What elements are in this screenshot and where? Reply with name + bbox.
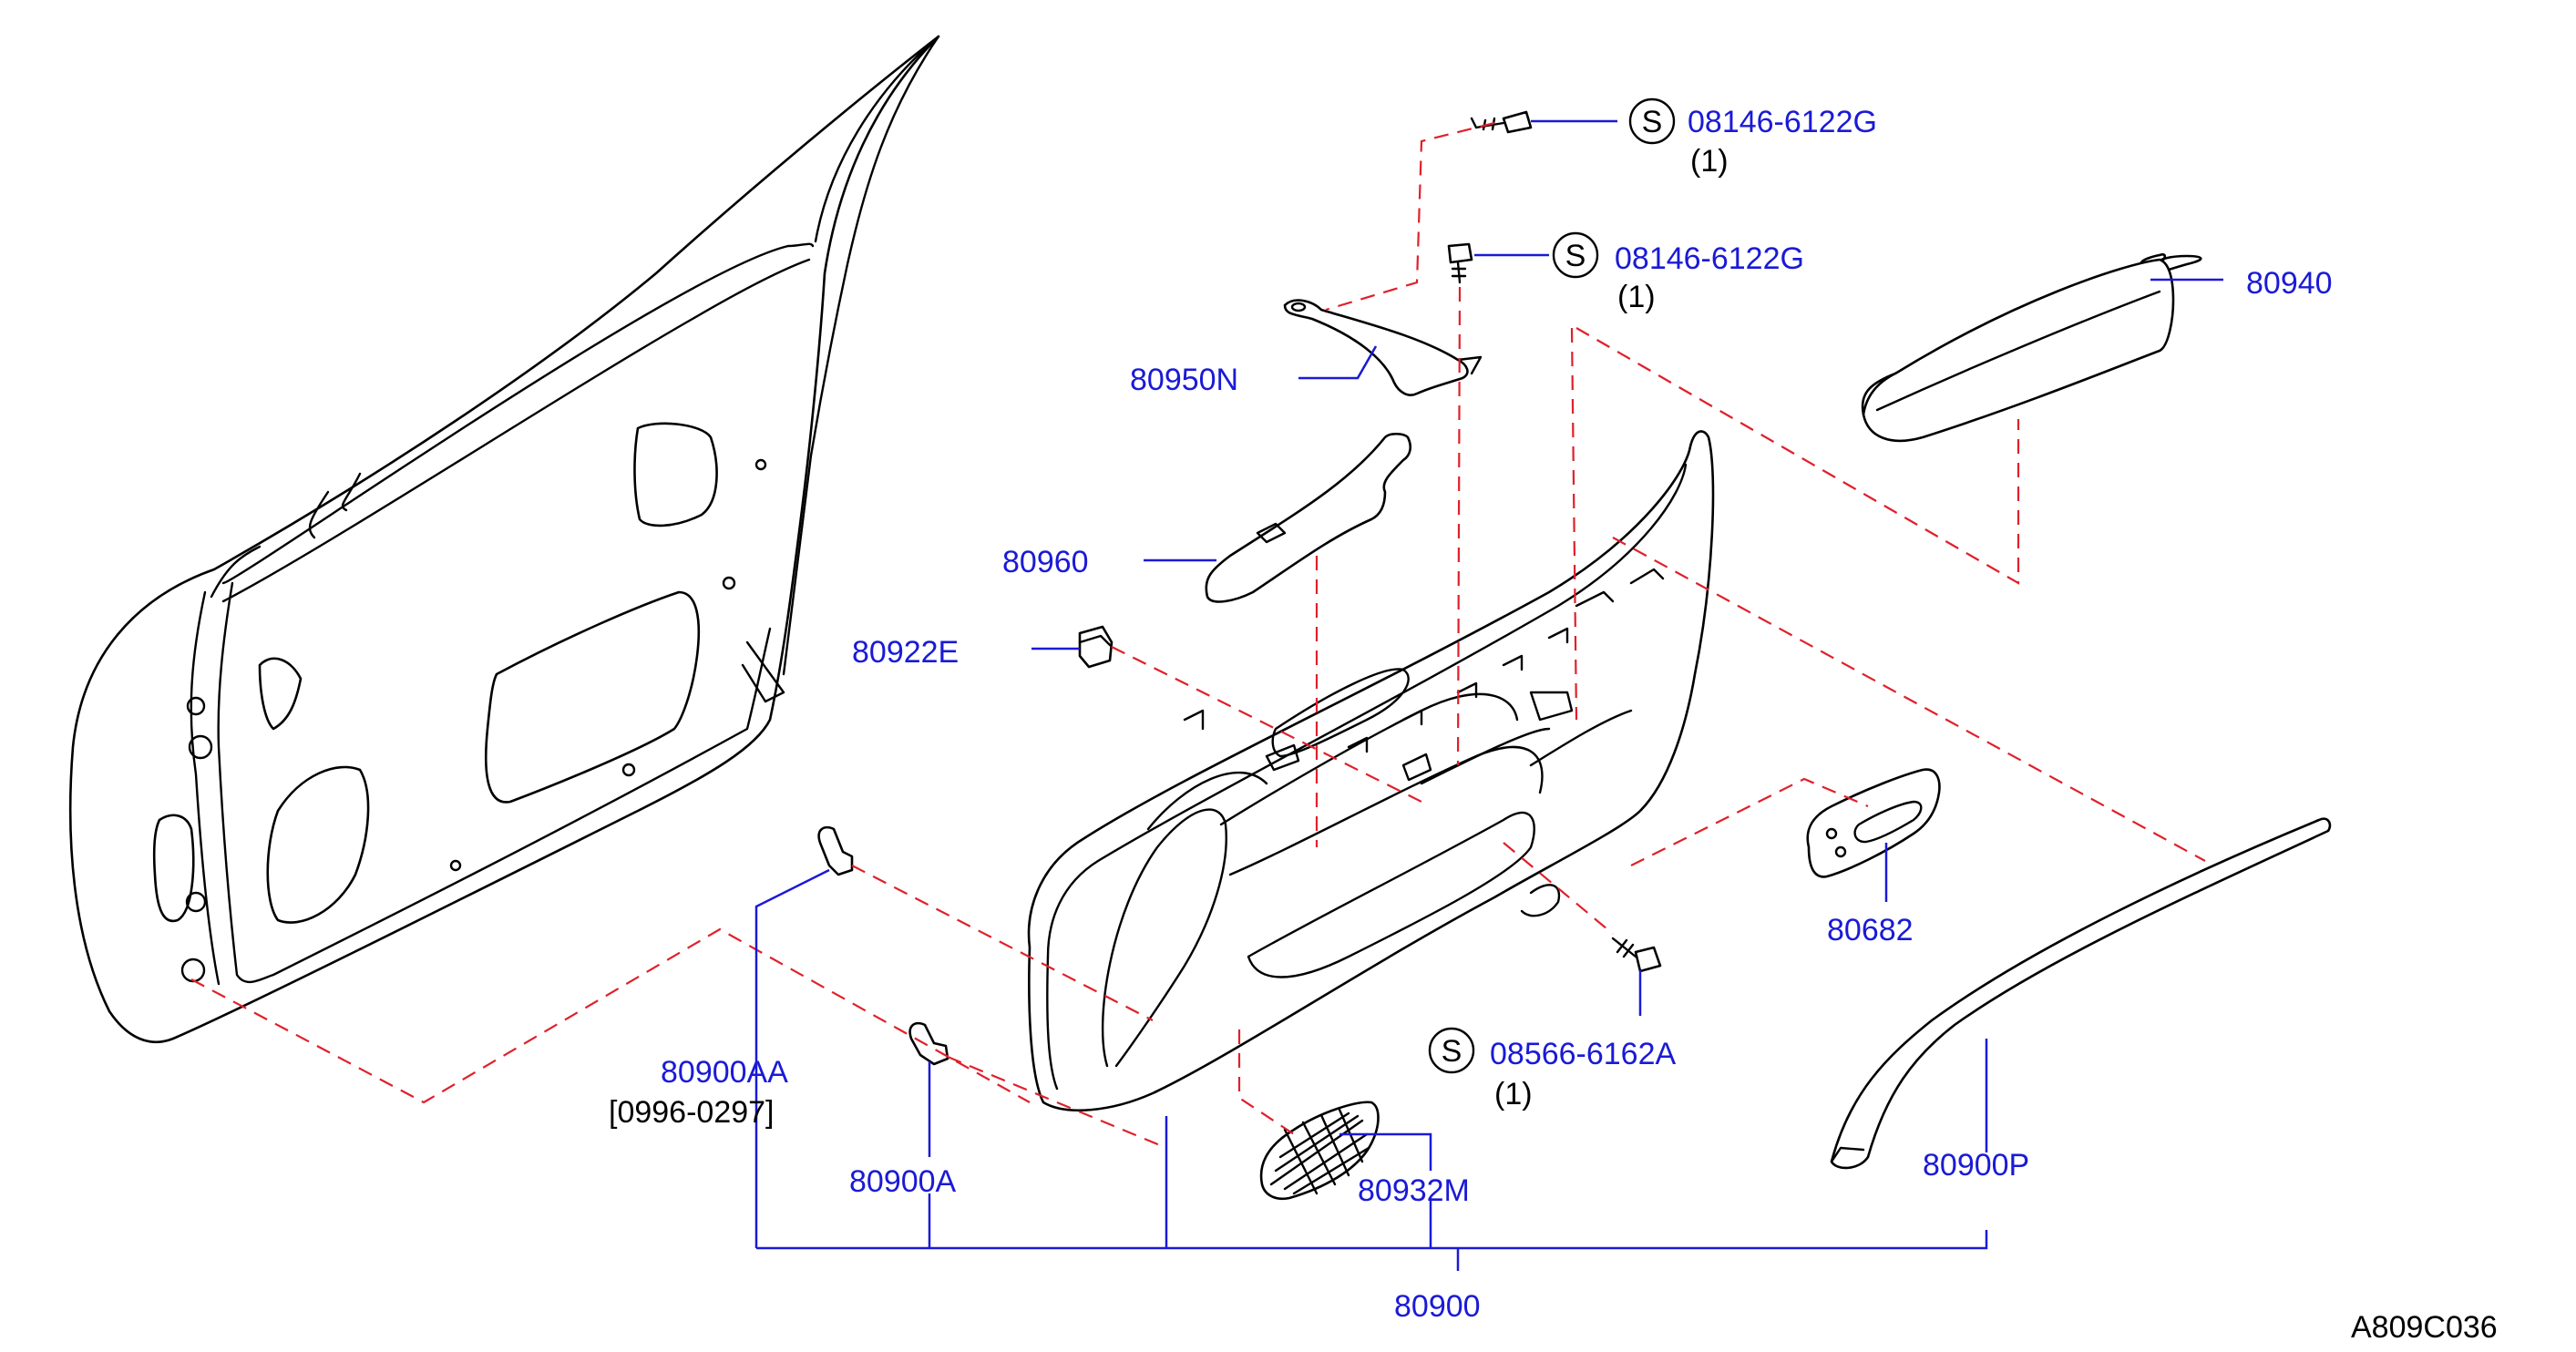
callout-80900A: 80900A: [849, 1164, 957, 1199]
callout-80922E: 80922E: [852, 635, 959, 670]
labels: S 08146-6122G (1) S 08146-6122G (1) S 08…: [609, 105, 2498, 1345]
armrest-80940-drawing: [1861, 253, 2202, 443]
guide-lines: [190, 121, 2206, 1150]
callout-80900AA: 80900AA: [661, 1055, 788, 1090]
leader-lines: [754, 119, 2223, 1271]
screw-symbol-3: S: [1442, 1034, 1462, 1069]
drawing-code: A809C036: [2351, 1310, 2498, 1345]
callout-80900: 80900: [1394, 1289, 1481, 1324]
callout-80682: 80682: [1827, 913, 1914, 947]
grille-80932M-drawing: [1259, 1101, 1380, 1201]
screw-part-number-2: 08146-6122G: [1615, 241, 1804, 276]
callout-80900AA-range: [0996-0297]: [609, 1095, 775, 1130]
screw-qty-2: (1): [1617, 280, 1656, 314]
finisher-80960-drawing: [1205, 432, 1412, 603]
callout-80950N: 80950N: [1130, 363, 1238, 397]
screw-part-number-1: 08146-6122G: [1688, 105, 1877, 139]
door-trim-panel-drawing: [1027, 430, 1715, 1111]
screw-3-drawing: [1611, 937, 1662, 973]
bracket-80950N-drawing: [1283, 299, 1483, 396]
screw-part-number-3: 08566-6162A: [1490, 1037, 1677, 1071]
screw-symbol-2: S: [1565, 239, 1586, 273]
escutcheon-80682-drawing: [1806, 768, 1941, 878]
clip-80922E-drawing: [1078, 625, 1114, 669]
screw-2-drawing: [1447, 242, 1473, 284]
callout-80932M: 80932M: [1358, 1173, 1470, 1208]
clip-80900AA-drawing: [817, 825, 854, 876]
screw-qty-1: (1): [1690, 144, 1729, 179]
callout-80940: 80940: [2246, 266, 2333, 301]
clip-80900A-drawing: [908, 1021, 949, 1066]
screw-qty-3: (1): [1494, 1077, 1533, 1111]
molding-80900P-drawing: [1830, 817, 2332, 1170]
screw-1-drawing: [1470, 110, 1533, 134]
door-shell-drawing: [68, 35, 940, 1043]
screw-symbol-1: S: [1642, 105, 1663, 139]
screw-symbols: [1428, 97, 1676, 1074]
callout-80900P: 80900P: [1923, 1148, 2029, 1183]
callout-80960: 80960: [1002, 545, 1089, 579]
